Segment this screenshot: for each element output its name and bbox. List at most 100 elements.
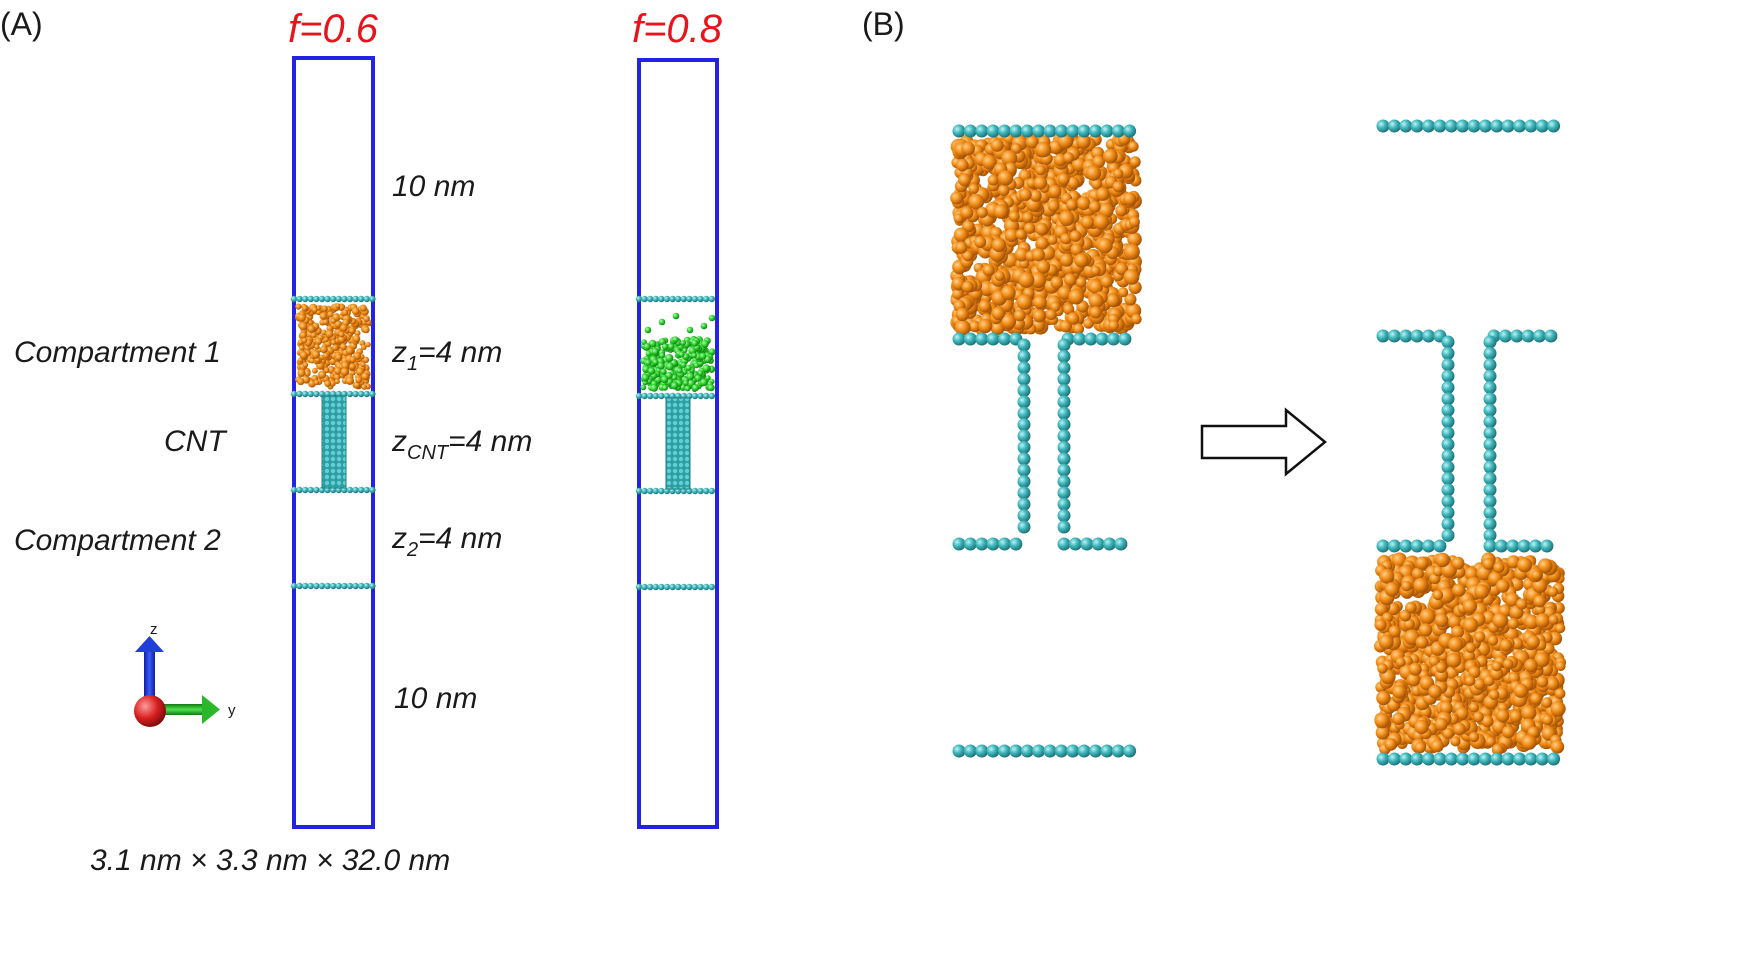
orange-molecule [1068, 288, 1084, 305]
orange-molecule [1089, 306, 1102, 319]
zcnt-label: zCNT=4 nm [391, 425, 532, 464]
orange-molecule [1035, 165, 1046, 176]
orange-molecule [974, 236, 987, 248]
graphene-sheet-bead [703, 583, 710, 591]
orange-molecule [987, 174, 999, 186]
orange-molecule [1550, 701, 1566, 717]
orange-molecule [1391, 552, 1407, 568]
orange-molecule [1015, 229, 1027, 240]
orange-molecule [1517, 557, 1533, 573]
orange-molecule [1066, 312, 1080, 325]
orange-molecule [1131, 313, 1142, 325]
graphene-sheet-bead [352, 295, 359, 303]
graphene-sheet-bead [635, 487, 643, 495]
graphene-sheet-bead [669, 295, 676, 303]
graphene-sheet-bead [669, 583, 676, 591]
graphene-sheet-bead [652, 583, 659, 591]
orange-molecule [295, 303, 302, 310]
orange-molecule [1493, 561, 1505, 574]
orange-molecule [1438, 587, 1455, 604]
orange-molecule [330, 339, 337, 346]
cnt-wall-bead [1017, 372, 1031, 386]
orange-molecule [1468, 702, 1480, 713]
cnt-wall-bead [1483, 506, 1497, 520]
orange-molecule [960, 206, 974, 220]
orange-molecule [340, 367, 349, 376]
orange-molecule [299, 345, 305, 351]
orange-molecule [1070, 243, 1083, 256]
graphene-sheet-bead [998, 537, 1011, 551]
graphene-sheet-bead [1091, 537, 1105, 551]
graphene-sheet-bead [691, 583, 699, 591]
graphene-sheet-bead [1399, 539, 1413, 553]
orange-molecule [314, 344, 320, 350]
cnt-wall-bead [1441, 483, 1455, 497]
orange-molecule [1555, 623, 1566, 634]
cnt-wall-bead [1483, 335, 1497, 349]
orange-molecule [1534, 652, 1550, 668]
simulation-box-f06: f=0.6 [288, 7, 379, 829]
orange-molecule [961, 280, 974, 293]
orange-molecule [1468, 732, 1480, 743]
graphene-sheet-bead [302, 582, 309, 590]
cnt-wall-bead [1017, 429, 1031, 443]
orange-molecule [323, 352, 329, 359]
graphene-sheet-bead [1524, 119, 1538, 133]
orange-molecule [1069, 230, 1082, 242]
orange-molecule [340, 324, 348, 332]
graphene-sheet-bead [1066, 124, 1080, 138]
graphene-sheet-bead [708, 392, 715, 400]
orange-molecule [1035, 222, 1048, 236]
orange-molecule [1485, 736, 1496, 747]
cnt-wall-bead [1441, 506, 1455, 520]
cnt-tube-body [665, 397, 691, 490]
graphene-sheet-bead [1376, 329, 1390, 343]
orange-molecule [952, 288, 964, 300]
orange-molecule [1448, 637, 1464, 652]
graphene-sheet-bead [346, 486, 354, 494]
orange-molecule [1113, 168, 1124, 179]
graphene-sheet-bead [1444, 119, 1458, 133]
panel-b-initial-state [950, 124, 1142, 758]
orange-molecule [1452, 583, 1466, 597]
graphene-sheet-bead [658, 487, 665, 495]
orange-molecule [1491, 661, 1502, 672]
green-molecule [658, 318, 666, 326]
graphene-sheet-bead [641, 392, 648, 400]
graphene-sheet-bead [691, 487, 699, 495]
orange-molecule [1023, 222, 1036, 234]
panel-a: (A) f=0.6 f=0.8 10 nm Compartment 1 z1=4… [0, 6, 723, 877]
compartment-2-label: Compartment 2 [14, 524, 221, 557]
box-2-green-molecules [640, 312, 716, 392]
graphene-sheet-bead [369, 390, 376, 398]
graphene-sheet-bead [290, 295, 298, 303]
orange-molecule [1128, 141, 1139, 152]
graphene-sheet-bead [697, 583, 704, 591]
green-molecule [683, 380, 689, 386]
axis-triad: z y [134, 621, 236, 727]
graphene-sheet-bead [1100, 124, 1114, 138]
orange-molecule [1374, 619, 1387, 631]
orange-molecule [1375, 725, 1390, 740]
orange-molecule [1432, 566, 1444, 577]
orange-molecule [1446, 652, 1462, 668]
graphene-sheet-bead [1399, 329, 1413, 343]
graphene-sheet-bead [1456, 119, 1470, 133]
cnt-wall-bead [1441, 369, 1455, 383]
cnt-wall-bead [1483, 381, 1497, 394]
orange-molecule [330, 318, 337, 324]
graphene-sheet-bead [324, 295, 331, 303]
graphene-sheet-bead [1376, 539, 1390, 553]
graphene-sheet-bead [358, 390, 365, 398]
orange-molecule [1374, 712, 1390, 729]
orange-molecule [1076, 196, 1091, 211]
graphene-sheet-bead [369, 582, 376, 590]
graphene-sheet-bead [1089, 744, 1102, 758]
graphene-sheet-bead [975, 332, 989, 346]
orange-molecule [1102, 148, 1118, 164]
orange-molecule [1413, 577, 1429, 593]
orange-molecule [1096, 187, 1110, 201]
graphene-sheet-bead [1103, 537, 1116, 551]
orange-molecule [334, 367, 342, 375]
orange-molecule [335, 303, 341, 309]
